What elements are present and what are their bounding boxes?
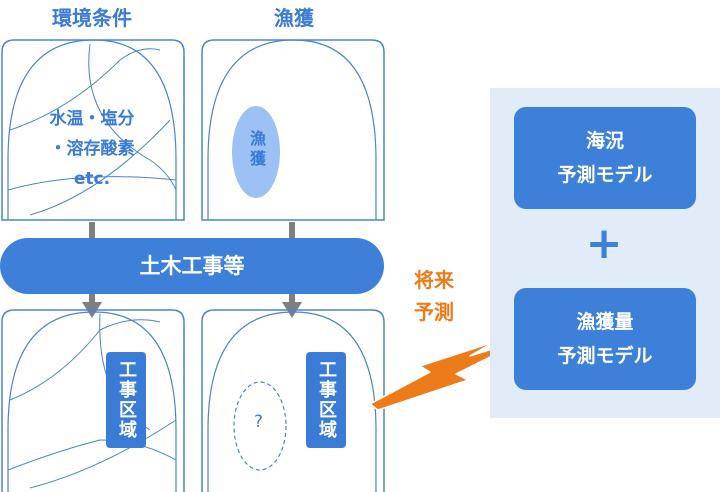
arrow-catch-top-stem <box>289 222 295 240</box>
civil-works-band: 土木工事等 <box>0 238 384 294</box>
forecast-line-2: 予測 <box>414 300 454 324</box>
forecast-label: 将来 予測 <box>404 264 464 328</box>
env-future-contour-2 <box>9 319 161 401</box>
arrow-catch-bottom-stem <box>289 292 295 304</box>
plus-sign: + <box>585 218 623 269</box>
env-line-2: ・溶存酸素 <box>49 139 135 159</box>
ocean-model-line-2: 予測モデル <box>557 164 653 186</box>
env-line-3: etc. <box>73 169 111 189</box>
unknown-mark: ? <box>254 412 264 432</box>
fish-oval-label: 漁獲 <box>247 130 266 170</box>
work-area-box-right: 工事区域 <box>306 352 346 448</box>
env-panel-dome <box>7 39 177 220</box>
arrow-env-bottom-stem <box>89 292 95 304</box>
catch-model-line-2: 予測モデル <box>557 345 653 367</box>
env-future-panel-dome <box>7 311 177 492</box>
forecast-line-1: 将来 <box>414 268 454 292</box>
catch-panel-outline <box>201 39 385 221</box>
env-future-contour-1 <box>7 439 177 471</box>
env-panel-outline <box>1 39 185 221</box>
unknown-oval <box>233 381 287 471</box>
catch-model-box: 漁獲量 予測モデル <box>514 288 696 390</box>
catch-heading: 漁獲 <box>274 6 314 30</box>
env-heading: 環境条件 <box>52 6 132 30</box>
env-panel-text: 水温・塩分 ・溶存酸素 etc. <box>22 104 162 194</box>
catch-future-panel-outline <box>201 309 385 492</box>
env-line-1: 水温・塩分 <box>49 109 135 129</box>
env-future-panel-outline <box>1 309 185 492</box>
env-contour-3 <box>88 43 177 191</box>
catch-future-panel-dome <box>207 311 377 492</box>
arrow-env-top-stem <box>89 222 95 240</box>
catch-model-line-1: 漁獲量 <box>576 311 634 333</box>
catch-panel-dome <box>207 39 377 220</box>
work-area-box-left: 工事区域 <box>106 352 146 448</box>
ocean-model-box: 海況 予測モデル <box>514 107 696 209</box>
env-contour-1 <box>7 176 177 191</box>
ocean-model-line-1: 海況 <box>585 130 624 152</box>
fish-oval <box>232 106 280 198</box>
env-contour-2 <box>9 48 161 131</box>
env-contour-4 <box>29 119 171 216</box>
env-future-contour-4 <box>29 419 177 489</box>
